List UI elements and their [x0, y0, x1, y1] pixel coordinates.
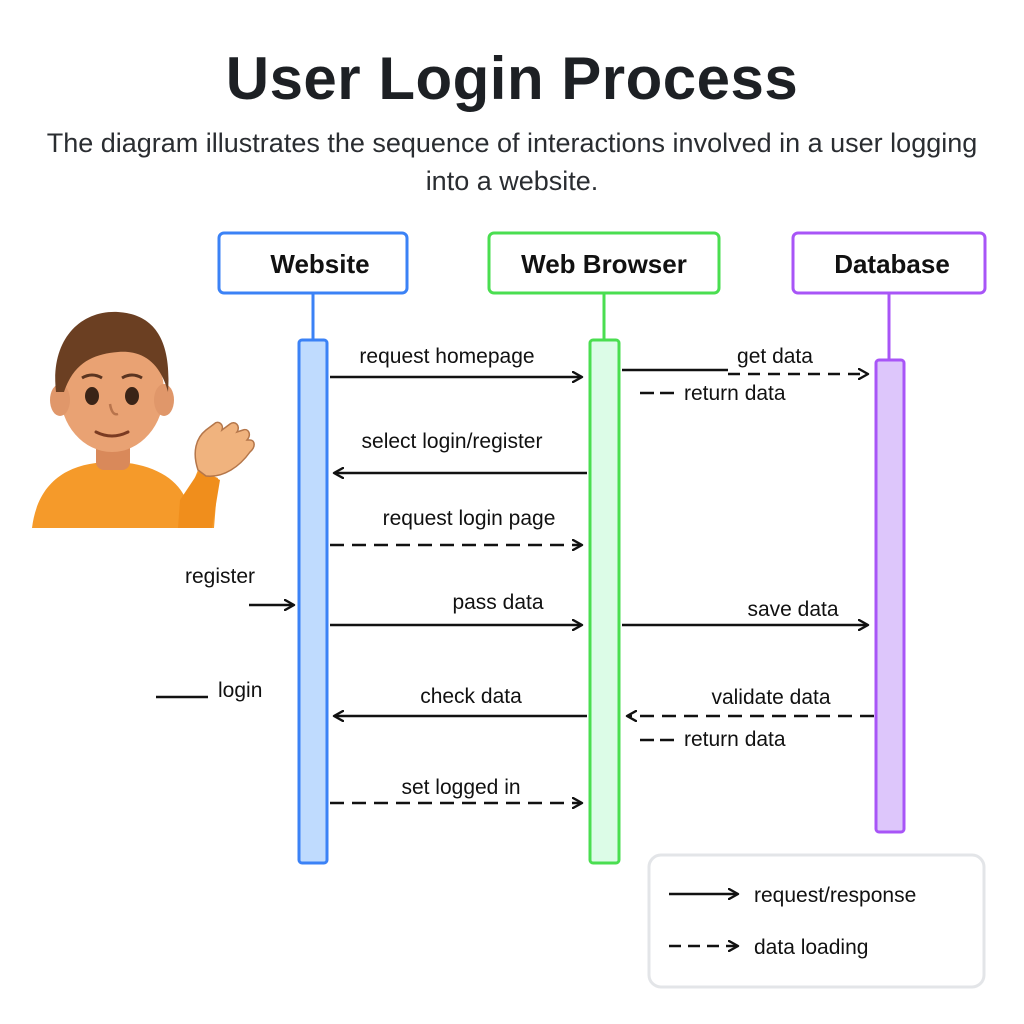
- label-request-login-page: request login page: [383, 507, 556, 530]
- label-check-data: check data: [420, 685, 522, 708]
- participant-website-label: Website: [270, 249, 369, 279]
- label-save-data: save data: [747, 598, 838, 621]
- label-return-data-2: return data: [684, 728, 786, 751]
- website-activation-bar: [297, 338, 329, 865]
- database-activation-bar: [874, 358, 906, 834]
- browser-activation-bar: [588, 338, 621, 865]
- label-login: login: [218, 679, 262, 702]
- label-set-logged-in: set logged in: [401, 776, 520, 799]
- label-return-data-1: return data: [684, 382, 786, 405]
- label-pass-data: pass data: [452, 591, 543, 614]
- participant-database: Database: [791, 231, 987, 295]
- label-select-login: select login/register: [362, 430, 543, 453]
- label-validate-data: validate data: [711, 686, 830, 709]
- label-request-homepage: request homepage: [359, 345, 534, 368]
- legend-dashed-label: data loading: [754, 936, 868, 959]
- waving-person-icon: [32, 311, 255, 528]
- legend: request/response data loading: [647, 853, 986, 989]
- participant-web-browser-label: Web Browser: [521, 249, 687, 279]
- page-title: User Login Process: [225, 45, 799, 112]
- legend-solid-label: request/response: [754, 884, 916, 907]
- participant-website: Website: [217, 231, 409, 295]
- participant-database-label: Database: [834, 249, 950, 279]
- participant-web-browser: Web Browser: [487, 231, 721, 295]
- label-register: register: [185, 565, 255, 588]
- page-subtitle: The diagram illustrates the sequence of …: [46, 128, 978, 196]
- label-get-data: get data: [737, 345, 813, 368]
